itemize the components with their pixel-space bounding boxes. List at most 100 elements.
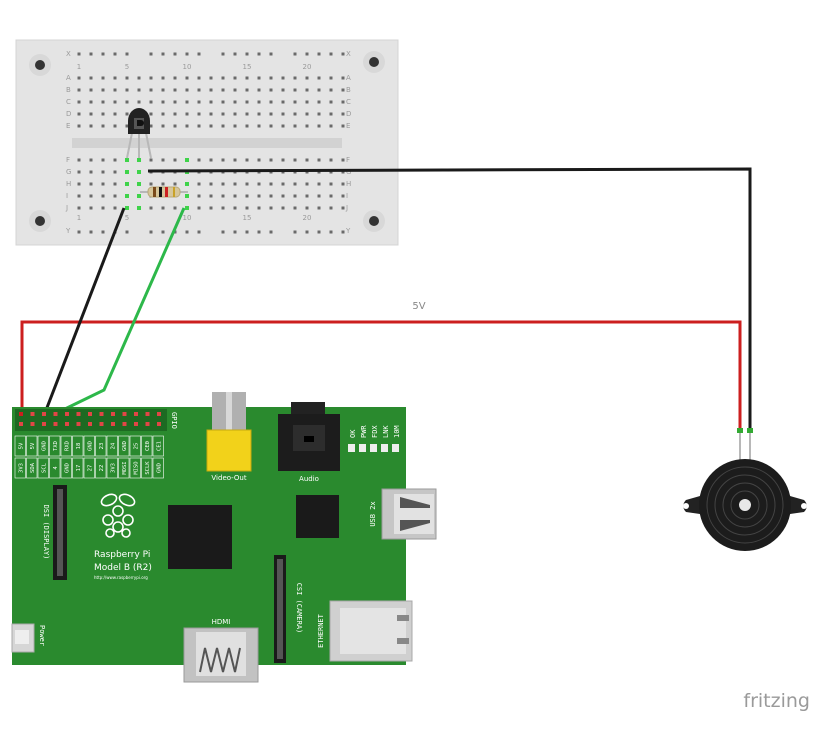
breadboard-hole	[317, 230, 321, 234]
col-number-1-bottom: 1	[77, 214, 81, 222]
breadboard-hole-connected	[137, 206, 141, 210]
gpio-pin-label: 23	[99, 443, 105, 450]
gpio-pin	[42, 412, 46, 416]
wires: 5V	[20, 167, 752, 430]
breadboard-hole	[173, 76, 177, 80]
gpio-label-box	[37, 457, 49, 479]
row-label-b: B	[66, 86, 71, 94]
breadboard-hole	[233, 194, 237, 198]
breadboard-hole	[89, 206, 93, 210]
breadboard-hole	[221, 206, 225, 210]
breadboard-hole	[101, 52, 105, 56]
breadboard-hole	[233, 230, 237, 234]
breadboard-hole	[125, 52, 129, 56]
gpio-pin-label: 5V	[18, 442, 24, 449]
breadboard-hole	[281, 100, 285, 104]
breadboard-hole	[305, 170, 309, 174]
breadboard-hole	[317, 158, 321, 162]
gpio-pin-label: SCL	[41, 462, 47, 473]
row-label-d: D	[66, 110, 71, 118]
wire-5v-red	[20, 320, 742, 430]
audio-label: Audio	[299, 475, 319, 483]
breadboard-hole	[89, 158, 93, 162]
breadboard-hole	[293, 124, 297, 128]
breadboard-hole	[173, 158, 177, 162]
usb-port: USB 2x	[369, 488, 437, 540]
breadboard-hole	[101, 182, 105, 186]
breadboard-hole	[209, 124, 213, 128]
breadboard-hole-connected	[125, 170, 129, 174]
gpio-pin-label: GND	[41, 441, 47, 451]
gpio-pin-label: GND	[64, 463, 70, 473]
hdmi-port: HDMI	[183, 618, 259, 683]
breadboard-hole	[125, 76, 129, 80]
gpio-label-box	[37, 435, 49, 457]
col-number-5-top: 5	[125, 63, 129, 71]
breadboard-hole	[161, 100, 165, 104]
breadboard-hole	[137, 88, 141, 92]
gpio-label-box	[95, 457, 107, 479]
breadboard-hole	[257, 124, 261, 128]
breadboard-hole	[149, 112, 153, 116]
breadboard-hole	[77, 230, 81, 234]
gpio-pin	[65, 422, 69, 426]
ethernet-label: ETHERNET	[317, 613, 325, 648]
breadboard-hole	[197, 88, 201, 92]
led-label-lnk: LNK	[382, 425, 390, 438]
breadboard-hole	[209, 112, 213, 116]
breadboard-hole	[293, 206, 297, 210]
raspberry-pi-board: GPIO 5V3V35VSDAGNDSCLTXD4RXDGND1817GND27…	[11, 392, 437, 683]
breadboard-mounting-holes	[29, 51, 385, 232]
breadboard-hole	[317, 88, 321, 92]
breadboard-hole	[269, 230, 273, 234]
gpio-pin-labels: 5V3V35VSDAGNDSCLTXD4RXDGND1817GND2723222…	[18, 441, 162, 475]
breadboard-hole	[197, 100, 201, 104]
breadboard-hole	[317, 182, 321, 186]
row-label-a-right: A	[346, 74, 351, 82]
breadboard-hole	[329, 112, 333, 116]
breadboard-hole	[185, 76, 189, 80]
power-label: Power	[38, 625, 46, 646]
breadboard-hole	[77, 112, 81, 116]
audio-jack: Audio	[278, 402, 340, 483]
col-number-20-top: 20	[303, 63, 312, 71]
gpio-pins	[19, 412, 161, 426]
breadboard-hole	[341, 112, 345, 116]
breadboard-hole	[113, 88, 117, 92]
breadboard-hole	[221, 100, 225, 104]
breadboard-hole	[113, 100, 117, 104]
ethernet-port: ETHERNET	[317, 600, 413, 662]
breadboard-hole	[305, 158, 309, 162]
gpio-pin	[111, 412, 115, 416]
breadboard-hole	[233, 52, 237, 56]
breadboard-hole	[113, 124, 117, 128]
breadboard-hole	[245, 52, 249, 56]
breadboard-hole	[149, 182, 153, 186]
board-name-line2: Model B (R2)	[94, 563, 152, 573]
led-label-ok: OK	[349, 429, 357, 438]
breadboard-hole	[221, 88, 225, 92]
row-label-h: H	[66, 180, 71, 188]
breadboard-hole	[329, 230, 333, 234]
breadboard-hole	[149, 206, 153, 210]
row-label-j-right: J	[345, 204, 348, 212]
breadboard-hole	[161, 158, 165, 162]
breadboard-hole	[317, 112, 321, 116]
resistor-body	[147, 186, 181, 198]
breadboard-hole	[269, 52, 273, 56]
gpio-label-box	[141, 435, 153, 457]
breadboard-hole	[293, 158, 297, 162]
col-number-10-top: 10	[183, 63, 192, 71]
breadboard-hole	[161, 112, 165, 116]
gpio-label-box	[60, 457, 72, 479]
breadboard-hole	[197, 52, 201, 56]
breadboard-hole	[233, 88, 237, 92]
gpio-pin	[88, 422, 92, 426]
breadboard-hole	[77, 124, 81, 128]
breadboard-hole	[197, 158, 201, 162]
breadboard-hole	[305, 194, 309, 198]
breadboard-hole	[173, 124, 177, 128]
csi-connector: CSI (CAMERA)	[274, 555, 303, 663]
gpio-label-box	[83, 457, 95, 479]
